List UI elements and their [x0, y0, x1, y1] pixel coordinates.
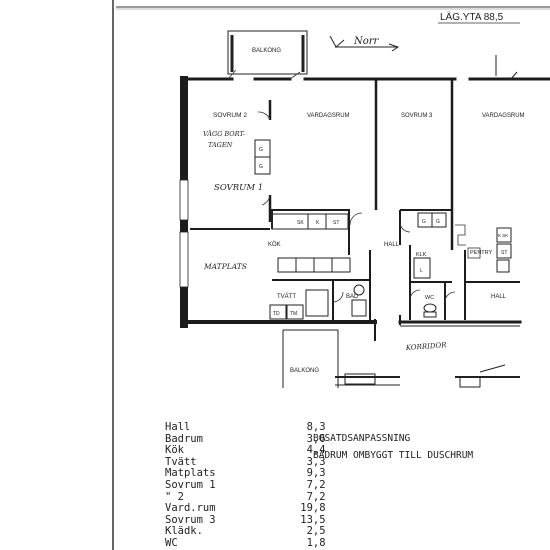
area-value: 19,8 — [300, 502, 326, 515]
table-row: Vard.rum 19,8 — [165, 503, 326, 515]
table-row: Hall 8,3 — [165, 421, 326, 434]
door-swings — [227, 69, 456, 303]
table-row: " 2 7,2 — [165, 490, 326, 504]
area-room-name: " 2 — [165, 490, 184, 503]
stairs — [455, 224, 481, 259]
balcony-top — [227, 30, 308, 75]
room-klk: KLK — [416, 252, 427, 258]
fixture-sk: SK — [297, 220, 304, 226]
room-sovrum2: SOVRUM 2 — [213, 112, 247, 119]
table-row: WC 1,8 — [165, 536, 326, 550]
fixture-st2: ST — [501, 250, 507, 256]
room-bad: BAD — [346, 294, 359, 300]
bath-fixtures — [351, 284, 367, 317]
kitchen-counter — [271, 211, 349, 230]
fixture-td: TD — [273, 311, 280, 317]
balkong-top-label: BALKONG — [252, 48, 281, 54]
area-value: 3,3 — [306, 455, 326, 468]
wall-note-line2: TAGEN — [208, 141, 233, 149]
fixture-g3: G — [422, 219, 426, 225]
area-room-name: Sovrum 3 — [165, 513, 216, 526]
table-row: Sovrum 3 13,5 — [165, 513, 326, 527]
area-room-name: Klädk. — [165, 525, 203, 538]
area-value: 7,2 — [306, 478, 326, 491]
fixture-g1: G — [259, 147, 263, 153]
area-value: 9,3 — [306, 467, 326, 480]
fixture-g4: G — [436, 219, 440, 225]
lower-counter — [277, 257, 351, 273]
room-sovrum3: SOVRUM 3 — [401, 113, 433, 119]
fixture-g2: G — [259, 164, 263, 170]
wc-fixtures — [423, 303, 437, 318]
room-korridor: KORRIDOR — [405, 341, 448, 352]
room-vardagsrum: VARDAGSRUM — [307, 113, 350, 119]
room-balkong-bottom: BALKONG — [290, 368, 319, 374]
corridor — [335, 325, 520, 388]
area-room-name: Vard.rum — [165, 502, 216, 515]
area-room-name: Hall — [165, 421, 191, 433]
table-row: Matplats 9,3 — [165, 468, 326, 480]
fixture-k: K — [316, 220, 320, 226]
room-hall-right: HALL — [491, 294, 507, 300]
area-value: 7,2 — [306, 490, 326, 503]
room-pentry: PENTRY — [470, 250, 493, 256]
room-tvatt: TVÄTT — [277, 293, 296, 300]
pentry-fixtures — [496, 227, 512, 273]
north-arrow-icon — [329, 35, 400, 52]
table-row: Sovrum 1 7,2 — [165, 478, 326, 492]
room-vardagsrum-right: VARDAGSRUM — [482, 113, 525, 119]
table-row: Klädk. 2,5 — [165, 526, 326, 538]
area-value: 8,3 — [306, 421, 326, 433]
room-hall: HALL — [384, 242, 400, 248]
hall-wardrobes — [417, 212, 447, 228]
wall-note-line1: VÄGG BORT- — [203, 129, 245, 138]
room-wc: WC — [425, 295, 434, 301]
notes-title: BOSATDSANPASSNING — [313, 433, 411, 444]
renovation-notes: BOSATDSANPASSNING BADRUM OMBYGGT TILL DU… — [313, 430, 473, 464]
area-value: 2,5 — [306, 525, 326, 538]
north-label: Norr — [353, 36, 380, 47]
wardrobes — [254, 139, 271, 175]
area-value: 13,5 — [300, 513, 326, 526]
room-kok: KÖK — [268, 241, 281, 248]
area-value: 1,8 — [306, 536, 326, 549]
balcony-bottom — [282, 329, 339, 388]
notes-description: BADRUM OMBYGGT TILL DUSCHRUM — [313, 450, 474, 461]
table-row: Tvätt 3,3 — [165, 455, 326, 469]
room-matplats: MATPLATS — [203, 262, 247, 271]
area-label: LÄG.YTA 88,5 — [440, 11, 504, 23]
table-row: Badrum 3,6 — [165, 432, 326, 446]
fixture-st: ST — [333, 220, 339, 226]
table-row: Kök 4,4 — [165, 445, 326, 457]
area-value: 4,4 — [306, 444, 326, 457]
laundry-machines — [269, 289, 329, 320]
interior-walls — [190, 80, 520, 320]
area-room-name: Matplats — [165, 467, 216, 480]
room-sovrum1: SOVRUM 1 — [214, 183, 263, 193]
area-room-name: Kök — [165, 444, 184, 457]
fixture-tm: TM — [290, 311, 297, 317]
area-room-name: WC — [165, 536, 178, 549]
area-value: 3,6 — [306, 432, 326, 445]
fixture-k-sk: K SK — [498, 233, 508, 238]
area-room-name: Sovrum 1 — [165, 478, 216, 491]
area-room-name: Badrum — [165, 432, 203, 445]
area-room-name: Tvätt — [165, 455, 197, 468]
fixture-l: L — [420, 268, 423, 274]
